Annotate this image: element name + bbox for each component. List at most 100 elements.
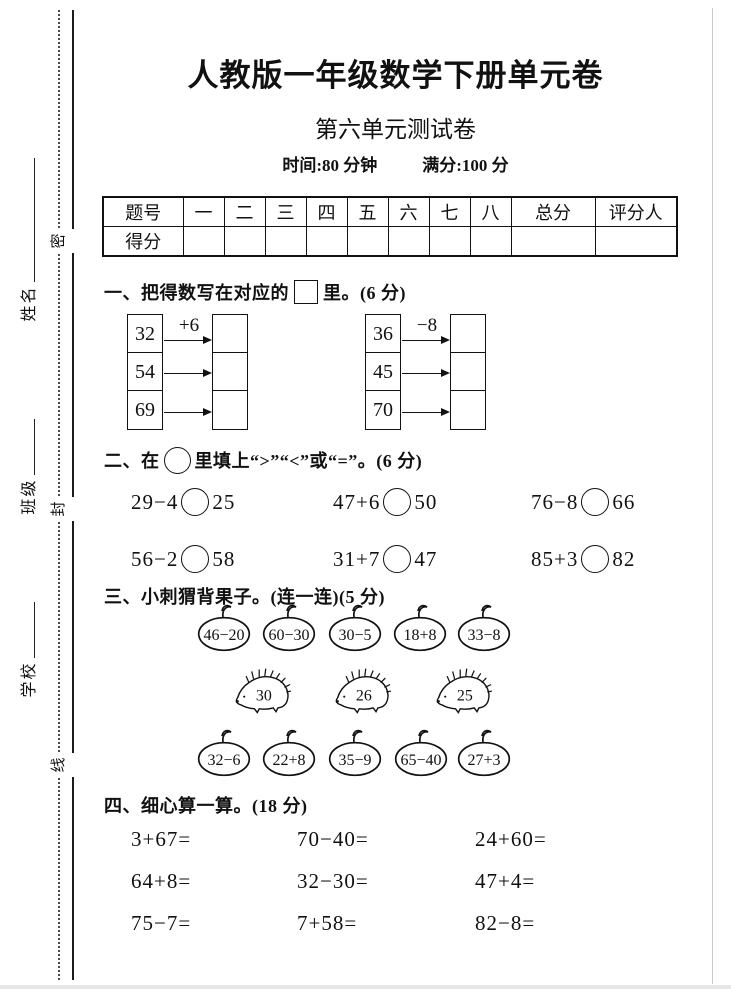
- fruit-expression: 22+8: [272, 752, 305, 769]
- student-name-label: 姓名: [21, 285, 38, 322]
- compare-circle-icon: [581, 488, 610, 516]
- scan-edge-right: [712, 8, 713, 984]
- number-box: 45: [365, 352, 401, 393]
- exam-info: 时间:80 分钟 满分:100 分: [90, 151, 701, 176]
- header-cell: 七: [428, 196, 471, 227]
- school-field: 学校: [16, 600, 38, 700]
- fruit-expression: 27+3: [467, 752, 500, 769]
- full-score: 满分:100 分: [422, 156, 509, 175]
- comparison-right: 82: [612, 546, 636, 571]
- math-problem: 75−7=: [131, 911, 192, 935]
- fruit-expression: 60−30: [268, 627, 309, 644]
- score-cell-empty: [469, 226, 512, 257]
- comparison-right: 58: [212, 546, 236, 571]
- fruit-icon: 32−6: [197, 729, 251, 777]
- seal-char-mi: 密: [44, 229, 74, 253]
- answer-box-empty: [450, 390, 486, 431]
- score-cell-empty: [264, 226, 307, 257]
- mapping-group-minus8: 36 45 70 −8: [365, 314, 486, 435]
- hedgehog-number: 26: [356, 687, 372, 704]
- fruit-expression: 18+8: [403, 627, 436, 644]
- fruit-expression: 30−5: [338, 627, 371, 644]
- student-name-field: 姓名: [16, 155, 38, 325]
- compare-circle-icon: [181, 545, 210, 573]
- math-problem: 82−8=: [475, 911, 536, 935]
- fruit-expression: 65−40: [400, 752, 441, 769]
- answer-circle-icon: [163, 447, 191, 474]
- score-cell-empty: [182, 226, 225, 257]
- seal-dotted-line: [58, 10, 60, 980]
- comparison-left: 47+6: [333, 489, 381, 514]
- score-table: 题号 一 二 三 四 五 六 七 八 总分 评分人 得分: [102, 196, 678, 257]
- input-column: 36 45 70: [365, 314, 401, 431]
- answer-box-empty: [212, 352, 248, 393]
- fruit-icon: 22+8: [262, 729, 316, 777]
- header-cell: 六: [387, 196, 430, 227]
- class-label: 班级: [21, 478, 38, 515]
- header-cell: 四: [305, 196, 348, 227]
- fruit-icon: 46−20: [197, 604, 251, 652]
- fruit-expression: 35−9: [338, 752, 371, 769]
- compare-circle-icon: [181, 488, 210, 516]
- compare-circle-icon: [383, 488, 412, 516]
- score-table-header-row: 题号 一 二 三 四 五 六 七 八 总分 评分人: [102, 196, 678, 227]
- number-box: 32: [127, 314, 163, 354]
- math-problem: 47+4=: [475, 869, 536, 893]
- section4-heading: 四、细心算一算。(18 分): [104, 796, 308, 816]
- comparison-item: 85+3 82: [531, 545, 635, 573]
- header-cell: 二: [223, 196, 266, 227]
- mapping-group-plus6: 32 54 69 +6: [127, 314, 248, 435]
- section1-heading-post: 里。(6 分): [323, 283, 406, 303]
- school-label: 学校: [21, 661, 38, 698]
- input-column: 32 54 69: [127, 314, 163, 431]
- comparison-right: 47: [414, 546, 438, 571]
- operation-label: +6: [178, 315, 200, 336]
- compare-circle-icon: [383, 545, 412, 573]
- score-row-label: 得分: [102, 226, 184, 257]
- student-name-blank: [19, 158, 35, 283]
- hedgehog-icon: 26: [335, 668, 391, 714]
- math-problem: 32−30=: [297, 869, 369, 893]
- score-cell-empty: [346, 226, 389, 257]
- hedgehog-icon: 25: [436, 668, 492, 714]
- section1-heading-pre: 一、把得数写在对应的: [104, 283, 289, 303]
- answer-column: [450, 314, 486, 431]
- class-field: 班级: [16, 417, 38, 517]
- comparison-left: 85+3: [531, 546, 579, 571]
- section1-heading: 一、把得数写在对应的 里。(6 分): [104, 279, 406, 305]
- paper-title: 人教版一年级数学下册单元卷: [187, 58, 604, 93]
- header-cell: 题号: [102, 196, 184, 227]
- score-cell-empty: [305, 226, 348, 257]
- class-blank: [19, 419, 35, 476]
- section2-heading: 二、在里填上“>”“<”或“=”。(6 分): [104, 447, 422, 474]
- fruit-icon: 65−40: [394, 729, 448, 777]
- score-cell-empty: [594, 226, 678, 257]
- header-cell: 总分: [510, 196, 596, 227]
- math-problem: 3+67=: [131, 827, 192, 851]
- score-cell-empty: [510, 226, 596, 257]
- school-blank: [19, 602, 35, 659]
- time-limit: 时间:80 分钟: [282, 156, 378, 175]
- number-box: 36: [365, 314, 401, 354]
- math-problem: 24+60=: [475, 827, 547, 851]
- fruit-icon: 27+3: [457, 729, 511, 777]
- answer-box-empty: [212, 314, 248, 354]
- answer-box-empty: [450, 352, 486, 393]
- arrow-icon: [164, 369, 212, 377]
- score-row: 得分: [102, 226, 678, 257]
- fruit-expression: 33−8: [467, 627, 500, 644]
- math-problem: 7+58=: [297, 911, 358, 935]
- comparison-right: 25: [212, 489, 236, 514]
- math-problem: 70−40=: [297, 827, 369, 851]
- section2-heading-post: 里填上“>”“<”或“=”。(6 分): [194, 451, 423, 471]
- seal-char-feng: 封: [44, 497, 74, 521]
- answer-square-icon: [294, 280, 318, 304]
- answer-column: [212, 314, 248, 431]
- fruit-expression: 32−6: [207, 752, 240, 769]
- fruit-icon: 30−5: [328, 604, 382, 652]
- fruit-icon: 60−30: [262, 604, 316, 652]
- comparison-left: 76−8: [531, 489, 579, 514]
